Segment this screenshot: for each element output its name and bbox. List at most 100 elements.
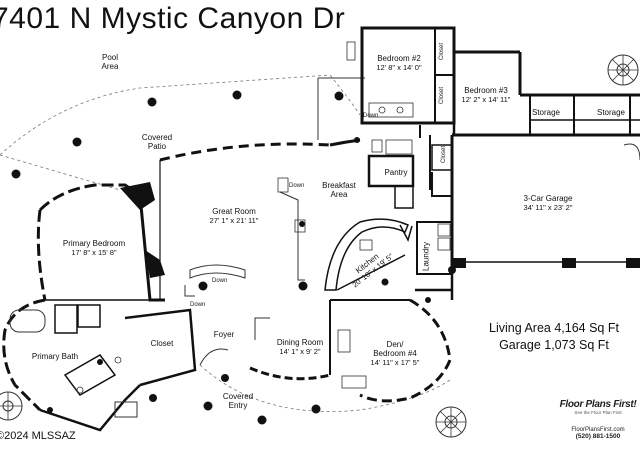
hall-wall <box>419 125 431 190</box>
shower <box>77 304 101 328</box>
steps-down <box>189 264 246 279</box>
bedroom3-name: Bedroom #3 <box>464 86 508 95</box>
bedroom3-dims: 12' 2" x 14' 11" <box>461 95 511 104</box>
sink <box>76 386 84 394</box>
vanity <box>63 354 117 396</box>
pool-area-text: Pool Area <box>101 53 119 71</box>
pantry-walls <box>367 154 415 188</box>
kitchen-counter <box>336 254 406 291</box>
patio-boundary <box>0 74 361 156</box>
tub <box>385 139 413 155</box>
foyer-label: Foyer <box>213 330 235 339</box>
toilet <box>371 139 383 153</box>
garage-dims: 34' 11" x 23' 2" <box>523 203 573 212</box>
wall-pier <box>145 250 165 278</box>
great-room-wall <box>159 142 331 162</box>
down-label: Down <box>289 183 305 189</box>
den-wall <box>329 299 410 375</box>
primary-bedroom-dims: 17' 8" x 15' 8" <box>71 248 117 257</box>
covered-entry-label: Covered Entry <box>223 392 253 410</box>
great-room-dims: 27' 1" x 21' 11" <box>209 216 259 225</box>
primary-bedroom-wall <box>36 209 47 301</box>
covered-patio-label: Covered Patio <box>142 133 172 151</box>
sink <box>378 106 386 114</box>
bedroom2-dims: 12' 8" x 14' 0" <box>376 63 422 72</box>
laundry-walls <box>416 221 453 275</box>
pool-equipment <box>346 41 356 61</box>
great-room-label: Great Room 27' 1" x 21' 11" <box>210 207 259 225</box>
primary-bedroom-name: Primary Bedroom <box>62 239 126 248</box>
closet-label: Closet <box>441 145 447 163</box>
garage-pier <box>562 258 576 268</box>
den-label: Den/ Bedroom #4 14' 11" x 17' 5" <box>371 340 420 367</box>
bedroom2-name: Bedroom #2 <box>377 54 421 63</box>
door-swing <box>199 348 229 366</box>
den-name: Den/ Bedroom #4 <box>373 340 417 358</box>
wall-pier <box>120 182 155 210</box>
washer <box>437 223 451 237</box>
brand-website: FloorPlansFirst.com <box>571 427 625 433</box>
pool-area-label: Pool Area <box>102 53 119 71</box>
storage-label: Storage <box>531 108 561 117</box>
primary-bath-wall <box>39 384 141 432</box>
logo-tagline: See the Floor Plan First <box>574 410 622 415</box>
primary-bedroom-wall <box>138 194 165 302</box>
range <box>359 239 373 251</box>
bedroom2-label: Bedroom #2 12' 8" x 14' 0" <box>376 54 421 72</box>
toilet-room <box>54 304 78 334</box>
dining-wall <box>254 317 270 340</box>
kitchen-island <box>324 218 409 291</box>
logo-text: Floor Plans First! <box>559 399 637 410</box>
dining-room-dims: 14' 1" x 9' 2" <box>279 347 321 356</box>
steps <box>277 177 289 193</box>
kitchen-counter <box>399 224 413 242</box>
primary-bedroom-label: Primary Bedroom 17' 8" x 15' 8" <box>63 239 125 257</box>
primary-bath-label: Primary Bath <box>31 352 79 361</box>
area-summary: Living Area 4,164 Sq Ft Garage 1,073 Sq … <box>489 320 619 354</box>
hall-wall <box>431 172 452 197</box>
pantry-label: Pantry <box>384 168 408 177</box>
tree-branches <box>0 55 638 437</box>
closet-label: Closet <box>439 42 445 60</box>
down-label: Down <box>212 278 228 284</box>
steps <box>294 219 306 233</box>
dining-room-name: Dining Room <box>276 338 324 347</box>
den-dims: 14' 11" x 17' 5" <box>370 358 420 367</box>
covered-entry-text: Covered Entry <box>222 392 254 410</box>
den-bath-vanity <box>337 329 351 353</box>
garage-pier <box>626 258 640 268</box>
storage-label: Storage <box>596 108 626 117</box>
living-area: Living Area 4,164 Sq Ft <box>489 321 619 335</box>
garage-area: Garage 1,073 Sq Ft <box>499 338 609 352</box>
closet-label: Closet <box>150 339 174 348</box>
floorplansfirst-logo: Floor Plans First! See the Floor Plan Fi… <box>556 399 640 440</box>
dining-wall <box>249 366 331 381</box>
vanity <box>368 102 414 118</box>
garage-name: 3-Car Garage <box>523 194 573 203</box>
door-swing <box>623 143 640 161</box>
patio-boundary-left <box>0 154 121 191</box>
laundry-label: Laundry <box>421 242 431 271</box>
down-label: Down <box>363 113 379 119</box>
covered-patio-text: Covered Patio <box>141 133 173 151</box>
pantry-walls <box>394 186 414 209</box>
closet-cabinet <box>114 401 138 418</box>
garage-pier <box>452 258 466 268</box>
dryer <box>437 237 451 251</box>
down-label: Down <box>190 302 206 308</box>
hall-wall <box>415 268 454 300</box>
den-wall <box>359 298 452 403</box>
bathtub <box>9 309 46 333</box>
breakfast-area-label: Breakfast Area <box>322 181 356 199</box>
dining-room-label: Dining Room 14' 1" x 9' 2" <box>277 338 323 356</box>
closet-label: Closet <box>439 86 445 104</box>
sink <box>396 106 404 114</box>
primary-bedroom-wall <box>38 183 141 212</box>
primary-bath-wall <box>2 298 46 412</box>
entry-boundary <box>199 364 451 412</box>
closet-walls <box>124 308 197 387</box>
columns <box>11 90 456 425</box>
den-bath-tub <box>341 375 367 389</box>
copyright-watermark: ©2024 MLSSAZ <box>0 430 76 442</box>
